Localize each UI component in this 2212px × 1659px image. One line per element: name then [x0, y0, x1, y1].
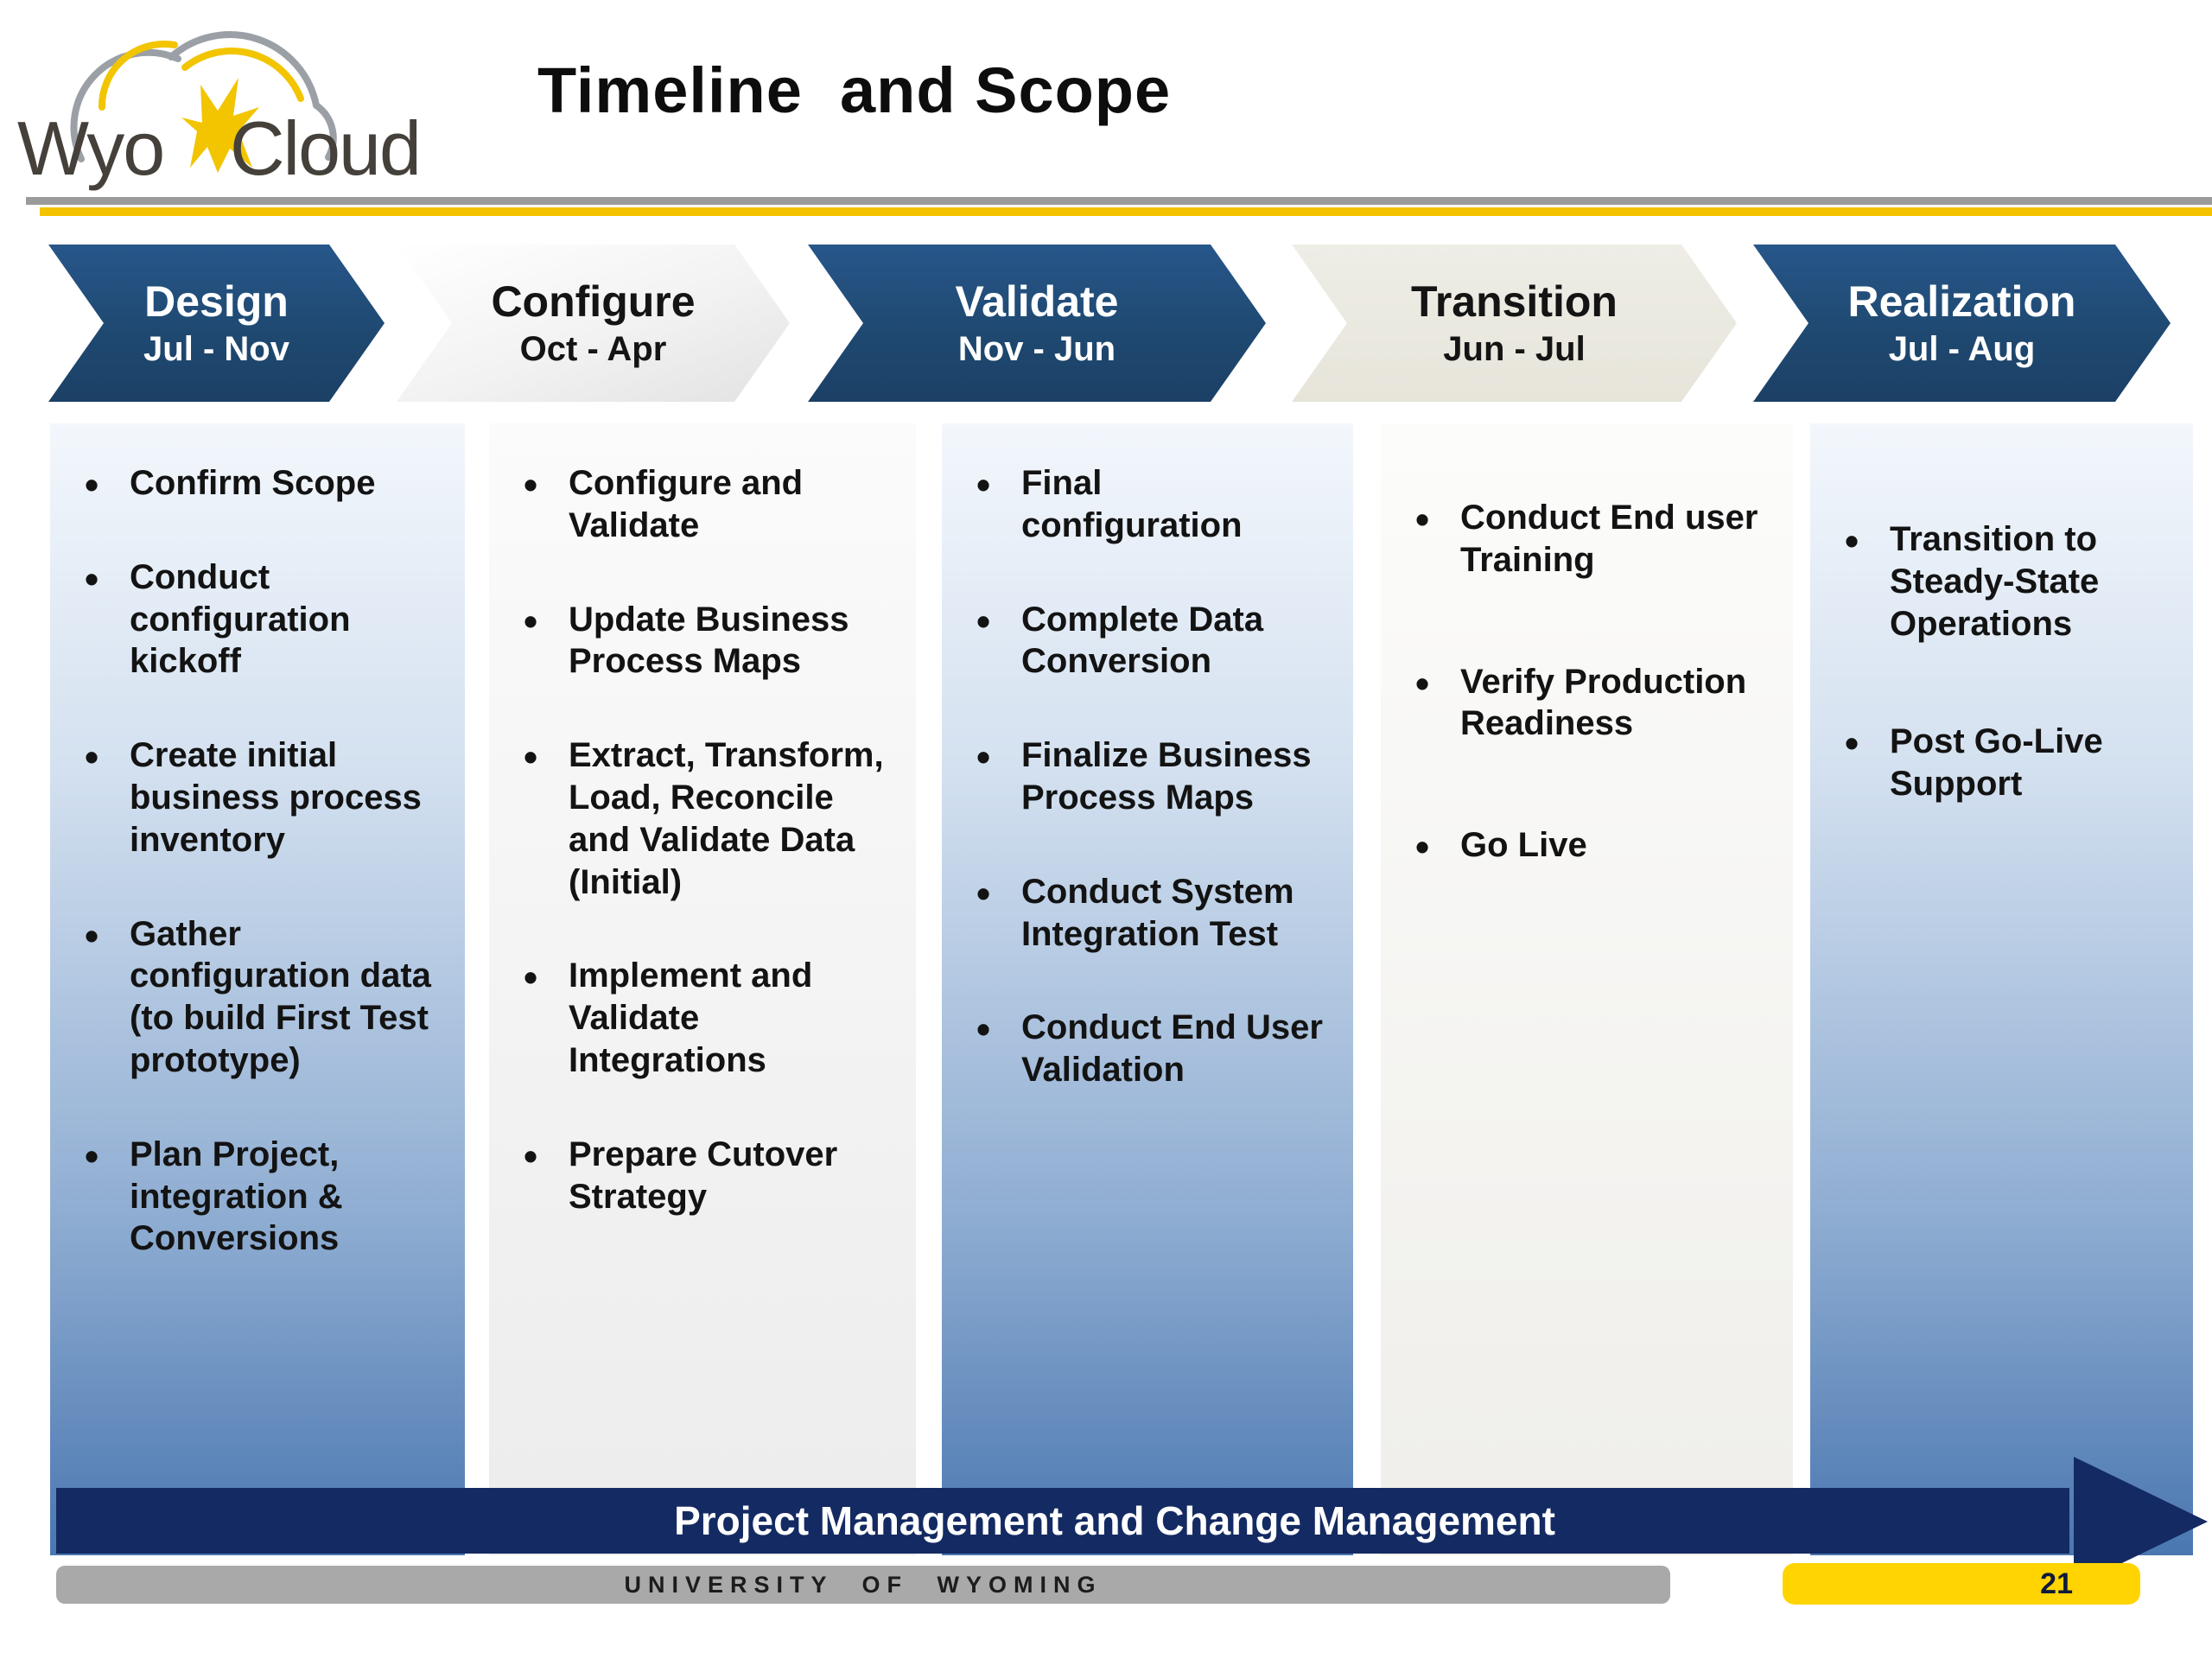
- bullet-item: Extract, Transform, Load, Reconcile and …: [518, 733, 893, 903]
- page-title: Timeline and Scope: [537, 54, 1172, 126]
- bullet-list: Confirm Scope Conduct configuration kick…: [79, 461, 442, 1260]
- phase-arrow-configure: Configure Oct - Apr: [397, 245, 790, 402]
- phase-name: Design: [144, 277, 289, 326]
- bullet-list: Conduct End user Training Verify Product…: [1410, 495, 1770, 871]
- phase-dates: Nov - Jun: [957, 330, 1116, 368]
- phase-dates: Jun - Jul: [1443, 330, 1586, 368]
- bullet-item: Plan Project, integration & Conversions: [79, 1132, 442, 1260]
- page-number-bar: 21: [1783, 1563, 2140, 1605]
- phase-arrow-realization: Realization Jul - Aug: [1753, 245, 2171, 402]
- phase-arrow-design: Design Jul - Nov: [48, 245, 385, 402]
- bullet-item: Create initial business process inventor…: [79, 733, 442, 861]
- bullet-item: Transition to Steady-State Operations: [1840, 517, 2171, 645]
- logo-word-wyo: Wyo: [17, 105, 163, 191]
- phase-name: Realization: [1847, 277, 2076, 326]
- bullet-item: Implement and Validate Integrations: [518, 953, 893, 1081]
- bullet-item: Prepare Cutover Strategy: [518, 1132, 893, 1218]
- bullet-item: Conduct System Integration Test: [971, 869, 1331, 956]
- bullet-list: Transition to Steady-State Operations Po…: [1840, 517, 2171, 805]
- phase-dates: Jul - Aug: [1888, 330, 2036, 368]
- bullet-item: Finalize Business Process Maps: [971, 733, 1331, 819]
- bucking-horse-icon: [181, 78, 259, 173]
- bullet-item: Conduct configuration kickoff: [79, 555, 442, 683]
- bullet-item: Final configuration: [971, 461, 1331, 547]
- banner-label: Project Management and Change Management: [674, 1498, 1555, 1543]
- footer-organization: UNIVERSITY OF WYOMING: [624, 1571, 1103, 1598]
- phase-column-validate: Final configuration Complete Data Conver…: [942, 423, 1353, 1555]
- phase-column-configure: Configure and Validate Update Business P…: [489, 423, 916, 1555]
- phase-arrow-validate: Validate Nov - Jun: [808, 245, 1266, 402]
- footer-bar: UNIVERSITY OF WYOMING: [56, 1566, 1670, 1604]
- header-divider-gray: [26, 197, 2212, 205]
- phase-column-transition: Conduct End user Training Verify Product…: [1381, 423, 1793, 1555]
- bullet-item: Confirm Scope: [79, 461, 442, 509]
- bullet-item: Conduct End user Training: [1410, 495, 1770, 582]
- bullet-item: Complete Data Conversion: [971, 597, 1331, 683]
- page-number: 21: [2040, 1567, 2073, 1600]
- bullet-item: Post Go-Live Support: [1840, 719, 2171, 805]
- phase-column-design: Confirm Scope Conduct configuration kick…: [50, 423, 465, 1555]
- phase-column-realization: Transition to Steady-State Operations Po…: [1810, 423, 2193, 1555]
- bullet-item: Configure and Validate: [518, 461, 893, 547]
- bullet-list: Final configuration Complete Data Conver…: [971, 461, 1331, 1091]
- phase-name: Transition: [1411, 277, 1618, 326]
- bullet-item: Verify Production Readiness: [1410, 659, 1770, 746]
- phase-dates: Jul - Nov: [143, 330, 289, 368]
- phase-dates: Oct - Apr: [519, 330, 667, 368]
- bullet-item: Go Live: [1410, 823, 1770, 871]
- bullet-item: Conduct End User Validation: [971, 1005, 1331, 1091]
- header-divider-yellow: [40, 207, 2212, 216]
- phase-arrow-transition: Transition Jun - Jul: [1292, 245, 1737, 402]
- wyocloud-logo: Wyo Cloud: [17, 31, 422, 191]
- pm-change-management-banner: Project Management and Change Management: [56, 1488, 2069, 1554]
- bullet-item: Gather configuration data (to build Firs…: [79, 912, 442, 1082]
- phase-name: Validate: [955, 277, 1119, 326]
- logo-word-cloud: Cloud: [230, 105, 420, 191]
- bullet-item: Update Business Process Maps: [518, 597, 893, 683]
- phase-name: Configure: [491, 277, 696, 326]
- bullet-list: Configure and Validate Update Business P…: [518, 461, 893, 1218]
- cloud-icon: [70, 31, 337, 162]
